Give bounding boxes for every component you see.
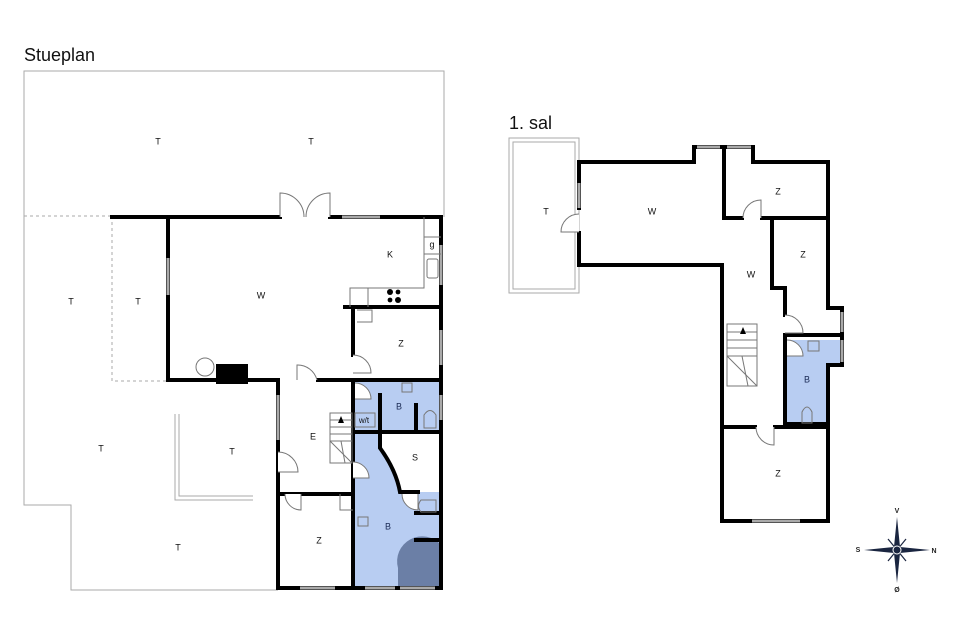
room-label: B (804, 374, 810, 384)
wall (770, 216, 787, 317)
room-label: g (429, 239, 434, 249)
wall (826, 216, 844, 426)
room-label: T (98, 443, 104, 453)
wall (722, 145, 744, 220)
first-floor-title: 1. sal (509, 113, 553, 133)
room-label: Z (775, 186, 781, 196)
room-label: T (135, 296, 141, 306)
shower-fill (397, 536, 441, 588)
wall (577, 231, 830, 523)
bedroom-middle-door[interactable] (784, 314, 804, 334)
stairs-up-arrow-icon (338, 416, 344, 423)
terrace-door-right[interactable] (305, 192, 331, 218)
storage-door[interactable] (401, 493, 419, 511)
room-label: T (68, 296, 74, 306)
compass-right-label: N (931, 548, 936, 555)
room-label: Z (316, 535, 322, 545)
first-floor-plan: T W Z Z W B Z (508, 137, 844, 523)
room-label: S (412, 452, 418, 462)
toilet-icon (801, 406, 813, 424)
compass-left-label: S (856, 547, 861, 554)
ground-floor-plan: T T T T T T T W K g Z B w/t E S B Z (23, 70, 445, 591)
stairs-up-arrow-icon (740, 327, 746, 334)
wall (577, 145, 830, 220)
toilet-icon (418, 499, 437, 513)
washbasin-icon (357, 516, 369, 527)
bedroom-north-door[interactable] (742, 199, 762, 219)
balcony-door[interactable] (560, 213, 580, 233)
room-label: B (385, 521, 391, 531)
bedroom-south-door[interactable] (755, 426, 775, 446)
courtyard-wall (178, 414, 253, 497)
washbasin-icon (401, 382, 413, 393)
small-bathroom-door[interactable] (354, 382, 372, 400)
room-label: W (257, 290, 266, 300)
large-bathroom-door[interactable] (352, 461, 370, 479)
living-room-door[interactable] (296, 364, 318, 381)
small-bathroom-fill (355, 381, 441, 430)
room-label: W (648, 206, 657, 216)
terrace-outline-top (23, 70, 445, 217)
entrance-door[interactable] (277, 451, 299, 473)
compass-top-label: V (895, 508, 900, 515)
compass-rose-icon: V S N Ø (856, 508, 937, 594)
room-label: w/t (358, 416, 370, 425)
room-label: T (543, 206, 549, 216)
bathroom-door[interactable] (786, 339, 804, 357)
toilet-icon (423, 410, 437, 429)
courtyard-wall (174, 414, 253, 501)
staircase (726, 323, 758, 387)
bedroom-door[interactable] (352, 354, 372, 374)
room-label: T (155, 136, 161, 146)
kitchen-sink (426, 258, 439, 279)
south-bedroom-door[interactable] (284, 493, 302, 511)
fireplace (216, 364, 248, 384)
stove-icon (387, 289, 401, 303)
room-label: W (747, 269, 756, 279)
kitchen-counter (349, 217, 425, 307)
room-label: T (175, 542, 181, 552)
room-label: Z (775, 468, 781, 478)
room-label: K (387, 249, 393, 259)
washer-box (354, 412, 376, 428)
wood-stove (195, 357, 215, 377)
terrace-outline-bottom (23, 217, 278, 591)
room-label: Z (398, 338, 404, 348)
washbasin-icon (807, 340, 820, 352)
staircase (329, 412, 353, 464)
room-label: E (310, 431, 316, 441)
room-label: B (396, 401, 402, 411)
room-label: T (308, 136, 314, 146)
terrace-dash-inner (111, 216, 168, 382)
closet (339, 494, 353, 511)
wall (276, 215, 443, 590)
compass-bottom-label: Ø (894, 587, 900, 594)
wall (378, 430, 420, 494)
room-label: Z (800, 249, 806, 259)
wall (783, 333, 830, 426)
ground-floor-title: Stueplan (24, 45, 96, 65)
closet (357, 309, 373, 323)
room-label: T (229, 446, 235, 456)
terrace-door-left[interactable] (279, 192, 305, 218)
